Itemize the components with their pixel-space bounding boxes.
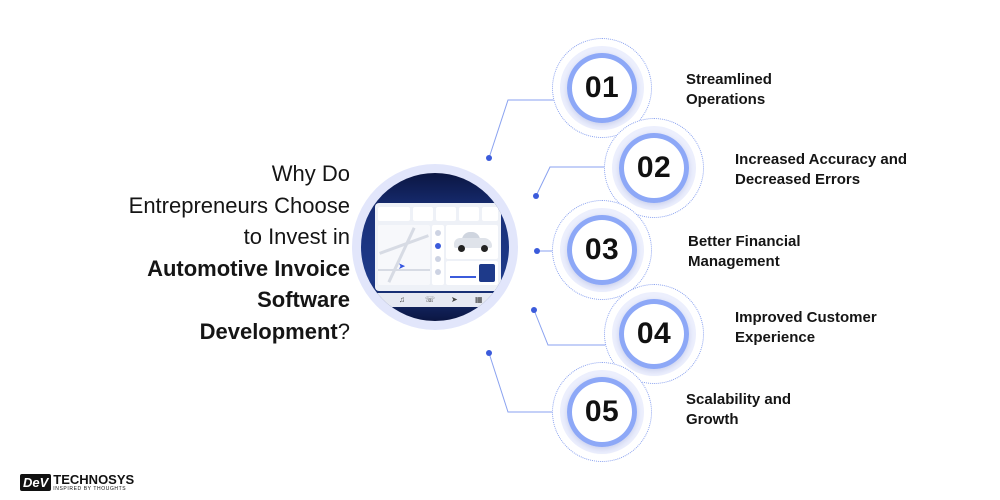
step-03-label: Better Financial Management (688, 233, 801, 270)
connector-05 (488, 352, 558, 413)
step-number: 04 (636, 317, 672, 350)
connector-dot-03 (534, 248, 540, 254)
headline-line-6-bold: Development (199, 318, 338, 344)
navigation-map: ➤ (378, 225, 430, 285)
status-chip (482, 207, 498, 221)
step-number: 02 (636, 151, 672, 184)
dashboard-sidebar (432, 225, 444, 285)
media-player-card (446, 261, 498, 285)
headline: Why Do Entrepreneurs Choose to Invest in… (60, 158, 350, 347)
dashboard-panel: ➤ (375, 203, 501, 291)
company-logo: DeV TECHNOSYS INSPIRED BY THOUGHTS (20, 471, 134, 493)
dashboard-illustration: ➤ ♫ ☏ ➤ ▦ (352, 164, 518, 330)
step-number: 05 (584, 395, 620, 428)
logo-mark: DeV (20, 473, 52, 491)
headline-line-2: Entrepreneurs Choose (128, 192, 350, 218)
headline-line-6-tail: ? (337, 318, 350, 344)
step-number: 03 (584, 233, 620, 266)
phone-icon: ☏ (425, 295, 436, 304)
music-icon: ♫ (399, 295, 405, 304)
step-02: 02 (604, 118, 704, 218)
step-01-label: Streamlined Operations (686, 71, 772, 108)
dashboard-screen: ➤ ♫ ☏ ➤ ▦ (361, 173, 509, 321)
connector-dot-04 (531, 307, 537, 313)
status-chip (378, 207, 410, 221)
headline-line-4: Automotive Invoice (147, 255, 350, 281)
connector-04 (533, 309, 608, 346)
dashboard-dock: ♫ ☏ ➤ ▦ (375, 293, 501, 307)
headline-line-6: Development? (60, 316, 350, 348)
step-05-label: Scalability and Growth (686, 391, 792, 428)
status-chip (459, 207, 479, 221)
logo-tagline: INSPIRED BY THOUGHTS (53, 485, 127, 492)
status-chip (413, 207, 433, 221)
logo-name: TECHNOSYS (53, 471, 135, 487)
headline-line-5: Software (257, 287, 350, 312)
connector-01 (488, 99, 558, 159)
connector-dot-02 (533, 193, 539, 199)
step-04-label: Improved Customer Experience (735, 309, 877, 346)
status-chip (436, 207, 456, 221)
location-icon: ➤ (451, 295, 458, 304)
step-02-label: Increased Accuracy and Decreased Errors (735, 151, 908, 188)
step-01: 01 (552, 38, 652, 138)
connector-02 (535, 166, 608, 197)
step-03: 03 (552, 200, 652, 300)
connector-dot-05 (486, 350, 492, 356)
navigation-arrow-icon: ➤ (398, 261, 406, 271)
vehicle-card (446, 225, 498, 259)
headline-line-3: to Invest in (243, 224, 350, 249)
grid-icon: ▦ (475, 295, 483, 304)
step-05: 05 (552, 362, 652, 462)
step-number: 01 (584, 71, 620, 104)
headline-line-1: Why Do (271, 161, 350, 186)
connector-dot-01 (486, 155, 492, 161)
